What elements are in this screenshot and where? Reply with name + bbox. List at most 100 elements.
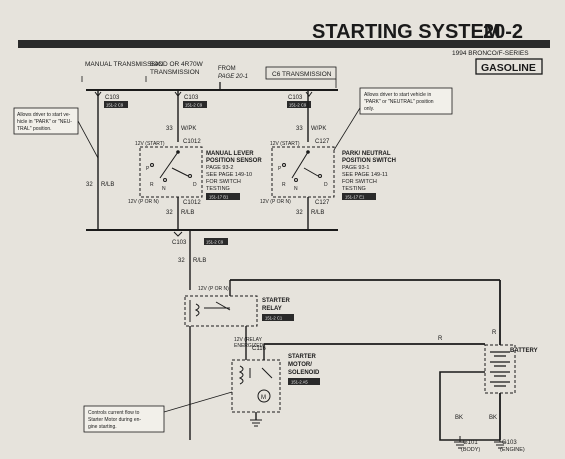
svg-text:R/LB: R/LB	[311, 210, 324, 216]
svg-text:32: 32	[178, 258, 185, 264]
from-label: FROM	[218, 66, 236, 72]
svg-text:12V (RELAY: 12V (RELAY	[234, 337, 263, 343]
manual-lever-position-sensor: 12V (START) C1012 P R N D MANUAL LEVER P…	[135, 139, 262, 200]
svg-text:C103: C103	[184, 95, 199, 101]
svg-text:P: P	[278, 166, 282, 172]
page-title: STARTING SYSTEM	[312, 21, 501, 43]
manual-transmission-label: MANUAL TRANSMISSION	[85, 61, 163, 68]
svg-text:C1012: C1012	[183, 139, 201, 145]
svg-text:32: 32	[86, 182, 93, 188]
svg-text:151-2 C9: 151-2 C9	[106, 103, 124, 108]
note-starter-relay: Controls current flow to Starter Motor d…	[83, 391, 233, 433]
svg-text:BK: BK	[489, 415, 497, 421]
svg-text:TESTING: TESTING	[206, 186, 230, 192]
svg-text:PAGE 93-1: PAGE 93-1	[342, 165, 369, 171]
svg-text:R: R	[438, 336, 443, 342]
svg-text:SOLENOID: SOLENOID	[288, 370, 320, 376]
svg-text:ENERGIZED): ENERGIZED)	[234, 343, 265, 349]
svg-text:FOR SWITCH: FOR SWITCH	[206, 179, 241, 185]
svg-text:12V (P OR N): 12V (P OR N)	[128, 199, 159, 205]
svg-text:151-17 E1: 151-17 E1	[345, 195, 365, 200]
svg-text:151-2 C9: 151-2 C9	[289, 103, 307, 108]
svg-text:N: N	[162, 186, 166, 192]
svg-text:D: D	[324, 182, 328, 188]
svg-text:RELAY: RELAY	[262, 306, 282, 312]
svg-text:C103: C103	[105, 95, 120, 101]
from-page-label: PAGE 20-1	[218, 74, 248, 80]
svg-text:MOTOR/: MOTOR/	[288, 362, 312, 368]
svg-text:151-2 C9: 151-2 C9	[185, 103, 203, 108]
page-number: 20-2	[483, 21, 523, 43]
svg-text:TESTING: TESTING	[342, 186, 366, 192]
svg-text:Allows driver to start ve-: Allows driver to start ve-	[17, 112, 71, 118]
ground-g101: G101 (BODY)	[454, 436, 480, 453]
svg-text:R: R	[282, 182, 286, 188]
c6-label-box	[265, 66, 337, 80]
svg-text:12V (START): 12V (START)	[135, 141, 165, 147]
svg-text:(BODY): (BODY)	[461, 447, 480, 453]
page-subtitle: 1994 BRONCO/F-SERIES	[452, 50, 529, 57]
svg-text:G103: G103	[502, 440, 517, 446]
svg-text:MANUAL LEVER: MANUAL LEVER	[206, 151, 254, 157]
svg-text:W/PK: W/PK	[311, 126, 326, 132]
svg-text:N: N	[294, 186, 298, 192]
svg-text:STARTER: STARTER	[262, 298, 291, 304]
svg-text:G101: G101	[463, 440, 478, 446]
svg-text:gine starting.: gine starting.	[88, 424, 117, 430]
svg-text:33: 33	[166, 126, 173, 132]
svg-text:R: R	[492, 330, 497, 336]
svg-text:BK: BK	[455, 415, 463, 421]
svg-text:TRAL" position.: TRAL" position.	[17, 126, 52, 132]
svg-text:(ENGINE): (ENGINE)	[500, 447, 525, 453]
svg-text:C127: C127	[315, 139, 330, 145]
svg-text:D: D	[193, 182, 197, 188]
svg-text:33: 33	[296, 126, 303, 132]
e4od-label-line2: TRANSMISSION	[150, 69, 200, 76]
svg-text:PARK/ NEUTRAL: PARK/ NEUTRAL	[342, 151, 391, 157]
svg-text:PAGE 93-2: PAGE 93-2	[206, 165, 233, 171]
svg-text:12V (P OR N): 12V (P OR N)	[260, 199, 291, 205]
header-bar	[18, 40, 550, 48]
svg-text:Starter Motor during en-: Starter Motor during en-	[88, 417, 141, 423]
svg-text:R/LB: R/LB	[181, 210, 194, 216]
gasoline-badge: GASOLINE	[481, 62, 536, 74]
starter-motor-solenoid: M STARTER MOTOR/ SOLENOID 151-2 A5	[231, 354, 320, 413]
c103-connector-e4od: C103 151-2 C9	[183, 95, 207, 108]
gasoline-badge-box	[475, 58, 543, 75]
svg-text:M: M	[261, 395, 266, 401]
svg-text:Allows driver to start vehicle: Allows driver to start vehicle in	[364, 92, 431, 98]
svg-text:151-2 C9: 151-2 C9	[206, 240, 224, 245]
svg-text:POSITION SENSOR: POSITION SENSOR	[206, 158, 262, 164]
svg-text:C103: C103	[288, 95, 303, 101]
starter-relay: 12V (P OR N) STARTER RELAY 151-2 C1	[184, 286, 294, 327]
svg-text:SEE PAGE 149-10: SEE PAGE 149-10	[206, 172, 252, 178]
svg-text:P: P	[146, 166, 150, 172]
note-park-neutral: Allows driver to start vehicle in "PARK"…	[333, 87, 453, 151]
c6-transmission-label: C6 TRANSMISSION	[272, 71, 332, 78]
svg-text:SEE PAGE 149-11: SEE PAGE 149-11	[342, 172, 388, 178]
svg-text:"PARK" or "NEUTRAL" position: "PARK" or "NEUTRAL" position	[364, 99, 434, 105]
svg-text:R/LB: R/LB	[101, 182, 114, 188]
svg-text:R/LB: R/LB	[193, 258, 206, 264]
park-neutral-position-switch: 12V (START) C127 P R N D PARK/ NEUTRAL P…	[270, 139, 396, 200]
svg-text:R: R	[150, 182, 154, 188]
svg-text:C1012: C1012	[183, 200, 201, 206]
c103-connector-manual: C103 151-2 C9	[104, 95, 128, 108]
note-manual-transmission: Allows driver to start ve- hicle in "PAR…	[13, 107, 99, 159]
svg-text:POSITION SWITCH: POSITION SWITCH	[342, 158, 396, 164]
svg-text:C103: C103	[172, 240, 187, 246]
e4od-label-line1: E4OD OR 4R70W	[150, 61, 204, 68]
svg-text:STARTER: STARTER	[288, 354, 317, 360]
svg-text:hicle in "PARK" or "NEU-: hicle in "PARK" or "NEU-	[17, 119, 72, 125]
svg-text:C127: C127	[315, 200, 330, 206]
svg-text:only.: only.	[364, 106, 374, 112]
ground-g103: G103 (ENGINE)	[494, 440, 525, 453]
svg-text:Controls current flow to: Controls current flow to	[88, 410, 140, 416]
svg-text:12V (START): 12V (START)	[270, 141, 300, 147]
svg-text:32: 32	[166, 210, 173, 216]
svg-text:C116: C116	[252, 346, 267, 352]
svg-text:12V (P OR N): 12V (P OR N)	[198, 286, 229, 292]
svg-text:BATTERY: BATTERY	[510, 348, 538, 354]
